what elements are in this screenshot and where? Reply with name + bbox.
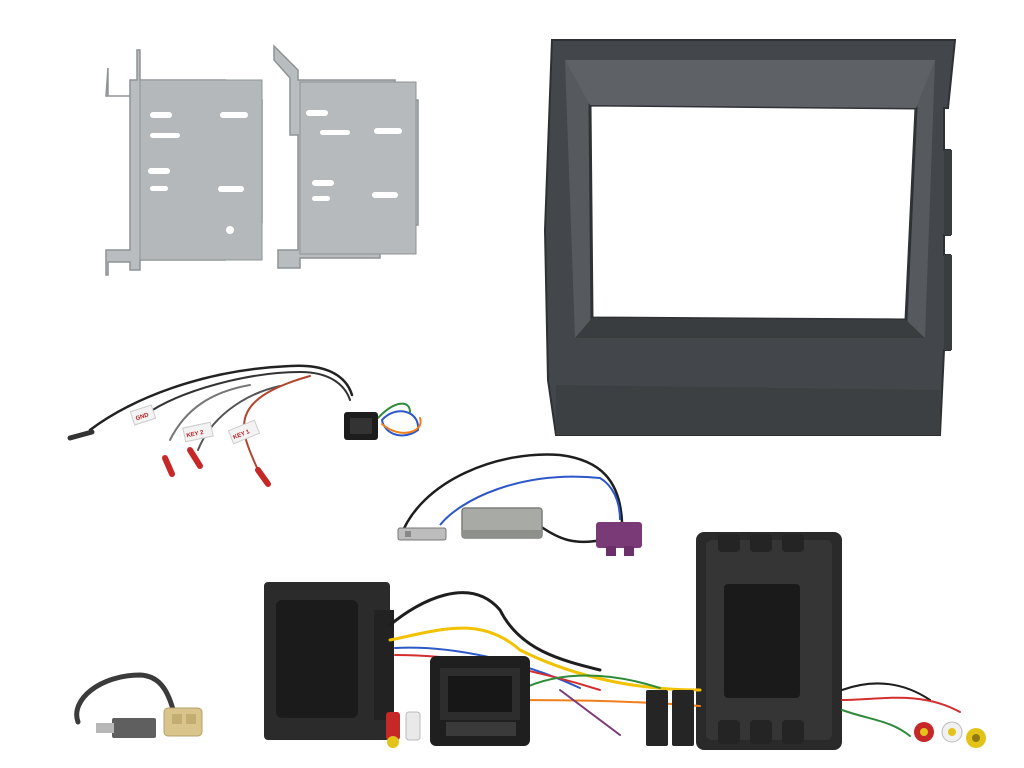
interface-module-large [696,532,842,750]
iso-connectors [646,690,694,746]
quadlock-connector [430,656,530,746]
rca-plugs-left [386,711,421,748]
double-din-fascia [543,39,957,436]
tag-key2-label: KEY 2 [186,430,205,440]
usb-fakra-lead [74,672,203,738]
mounting-bracket-right [273,44,419,269]
stalk-connector [344,412,378,440]
stalk-tags: GND KEY 2 KEY 1 [129,404,261,445]
steering-stalk-lead [67,364,422,487]
mounting-bracket-left [105,49,263,276]
rca-plugs-right [914,721,986,748]
tag-gnd-label: GND [135,412,150,422]
interface-module-small [264,582,394,740]
antenna-adapter [397,453,642,556]
